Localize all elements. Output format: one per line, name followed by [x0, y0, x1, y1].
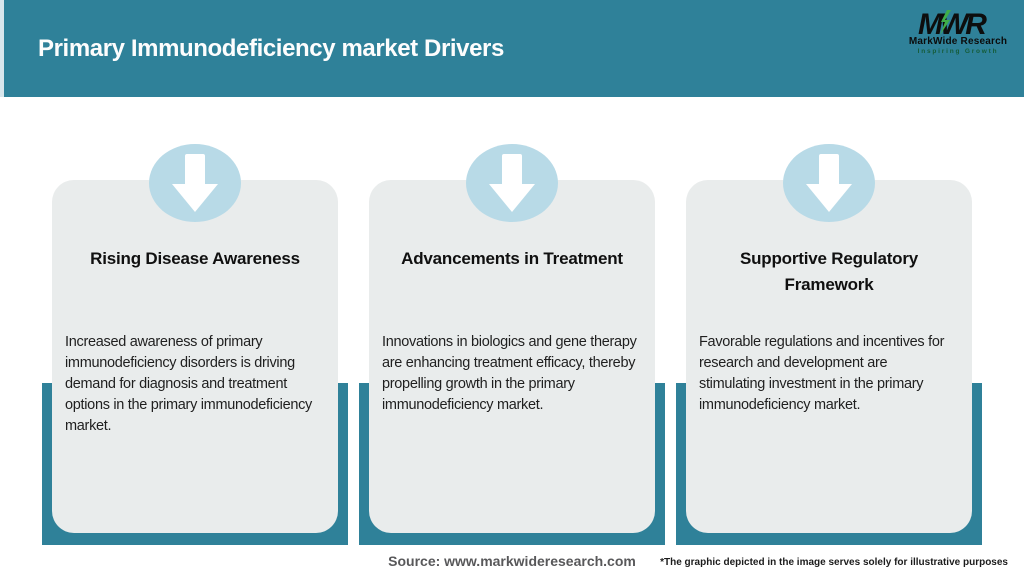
mwr-logo-icon: MWR [918, 8, 990, 40]
markwide-logo: MWR MarkWide Research Inspiring Growth [904, 7, 1012, 56]
source-text: Source: www.markwideresearch.com [388, 553, 636, 569]
down-arrow-icon [466, 144, 558, 222]
card-text: Increased awareness of primary immunodef… [65, 334, 312, 434]
logo-company-name: MarkWide Research [908, 36, 1008, 47]
page-title: Primary Immunodeficiency market Drivers [38, 34, 504, 62]
disclaimer-text: *The graphic depicted in the image serve… [660, 557, 1008, 568]
header-bar: Primary Immunodeficiency market Drivers … [0, 0, 1024, 97]
down-arrow-icon [149, 144, 241, 222]
logo-acronym: MWR [918, 8, 987, 40]
header-left-edge [0, 0, 4, 97]
card-panel: Rising Disease Awareness Increased aware… [52, 180, 338, 533]
driver-card-1: Rising Disease Awareness Increased aware… [42, 144, 348, 545]
card-title: Advancements in Treatment [401, 249, 623, 268]
card-text: Favorable regulations and incentives for… [699, 334, 945, 413]
card-title: Supportive Regulatory Framework [739, 249, 919, 294]
lightning-bolt-icon [940, 10, 951, 35]
card-title: Rising Disease Awareness [90, 249, 300, 268]
logo-tagline: Inspiring Growth [917, 48, 999, 55]
driver-card-2: Advancements in Treatment Innovations in… [359, 144, 665, 545]
driver-card-3: Supportive Regulatory Framework Favorabl… [676, 144, 982, 545]
down-arrow-icon [783, 144, 875, 222]
card-panel: Advancements in Treatment Innovations in… [369, 180, 655, 533]
card-text: Innovations in biologics and gene therap… [382, 334, 637, 413]
card-panel: Supportive Regulatory Framework Favorabl… [686, 180, 972, 533]
